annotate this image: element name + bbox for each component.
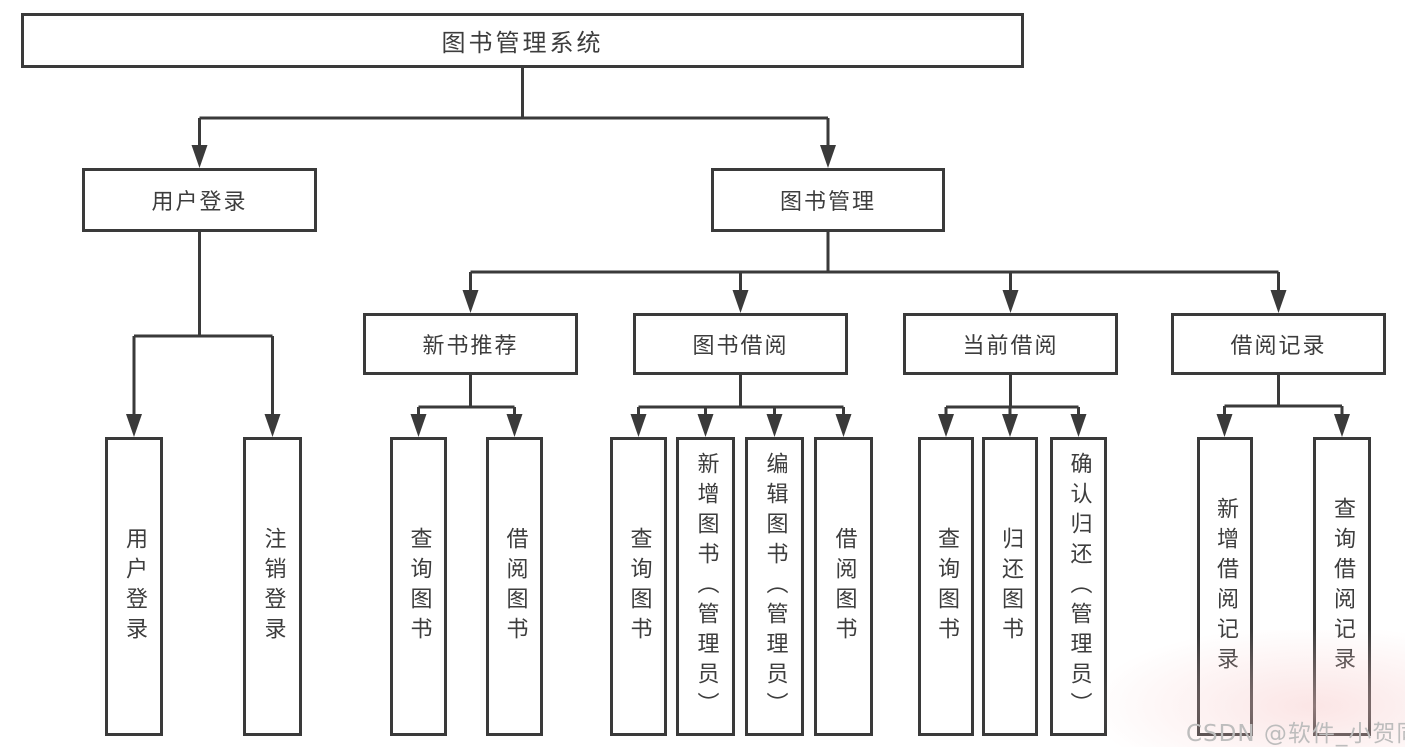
node-user-login: 用户登录	[82, 168, 317, 232]
node-book-borrowing: 图书借阅	[633, 313, 848, 375]
leaf-query-borrow-record: 查询借阅记录	[1313, 437, 1371, 736]
leaf-return-books: 归还图书	[982, 437, 1038, 736]
arrowhead-down-icon	[410, 414, 427, 437]
node-root-label: 图书管理系统	[441, 29, 604, 57]
node-current-borrowing: 当前借阅	[903, 313, 1118, 375]
leaf-borrow-books: 借阅图书	[814, 437, 873, 736]
leaf-user-login-label: 用户登录	[122, 526, 147, 647]
leaf-borrow-books-recommend: 借阅图书	[486, 437, 543, 736]
arrowhead-down-icon	[630, 414, 647, 437]
arrowhead-down-icon	[766, 414, 783, 437]
connector-book-management	[462, 232, 1287, 313]
leaf-query-books-recommend: 查询图书	[390, 437, 447, 736]
node-new-book-recommend: 新书推荐	[363, 313, 578, 375]
arrowhead-down-icon	[820, 145, 836, 168]
leaf-confirm-return-admin-label: 确认归还（管理员）	[1066, 451, 1092, 722]
node-current-borrowing-label: 当前借阅	[962, 334, 1059, 359]
leaf-confirm-return-admin: 确认归还（管理员）	[1050, 437, 1107, 736]
node-new-book-recommend-label: 新书推荐	[422, 334, 519, 359]
arrowhead-down-icon	[1270, 290, 1287, 313]
arrowhead-down-icon	[506, 414, 523, 437]
leaf-query-borrow-record-label: 查询借阅记录	[1330, 496, 1355, 677]
arrowhead-down-icon	[732, 290, 749, 313]
leaf-borrow-books-label: 借阅图书	[831, 526, 857, 647]
leaf-add-borrow-record-label: 新增借阅记录	[1213, 496, 1238, 677]
arrowhead-down-icon	[126, 414, 142, 437]
arrowhead-down-icon	[1002, 414, 1018, 437]
connector-new-book-recommend	[410, 375, 523, 437]
connector-user-login	[126, 232, 281, 437]
arrowhead-down-icon	[1216, 414, 1233, 437]
arrowhead-down-icon	[191, 145, 208, 168]
arrowhead-down-icon	[1002, 290, 1019, 313]
arrowhead-down-icon	[697, 414, 714, 437]
connector-current-borrowing	[938, 375, 1087, 437]
leaf-query-books-borrowing-label: 查询图书	[626, 526, 652, 647]
connector-book-borrowing	[630, 375, 852, 437]
watermark: CSDN @软件_小贺同学	[1186, 721, 1405, 747]
node-book-management-label: 图书管理	[779, 190, 876, 215]
leaf-borrow-books-recommend-label: 借阅图书	[502, 526, 528, 647]
arrowhead-down-icon	[462, 290, 479, 313]
leaf-logout: 注销登录	[243, 437, 302, 736]
leaf-add-books-admin-label: 新增图书（管理员）	[693, 451, 719, 722]
arrowhead-down-icon	[835, 414, 852, 437]
node-borrowing-records: 借阅记录	[1171, 313, 1386, 375]
node-borrowing-records-label: 借阅记录	[1230, 334, 1327, 359]
arrowhead-down-icon	[264, 414, 281, 437]
arrowhead-down-icon	[1070, 414, 1087, 437]
leaf-user-login: 用户登录	[105, 437, 163, 736]
leaf-query-books-recommend-label: 查询图书	[406, 526, 432, 647]
connector-borrowing-records	[1216, 375, 1350, 437]
leaf-add-books-admin: 新增图书（管理员）	[676, 437, 735, 736]
connector-root	[191, 68, 836, 168]
leaf-return-books-label: 归还图书	[998, 526, 1023, 647]
leaf-edit-books-admin: 编辑图书（管理员）	[745, 437, 804, 736]
node-root: 图书管理系统	[21, 13, 1024, 68]
node-book-management: 图书管理	[711, 168, 945, 232]
node-book-borrowing-label: 图书借阅	[692, 334, 789, 359]
leaf-query-books-borrowing: 查询图书	[610, 437, 667, 736]
arrowhead-down-icon	[938, 414, 954, 437]
leaf-query-books-current-label: 查询图书	[934, 526, 959, 647]
arrowhead-down-icon	[1334, 414, 1350, 437]
leaf-edit-books-admin-label: 编辑图书（管理员）	[762, 451, 788, 722]
leaf-logout-label: 注销登录	[260, 526, 286, 647]
leaf-add-borrow-record: 新增借阅记录	[1197, 437, 1253, 736]
node-user-login-label: 用户登录	[151, 190, 248, 215]
leaf-query-books-current: 查询图书	[918, 437, 974, 736]
